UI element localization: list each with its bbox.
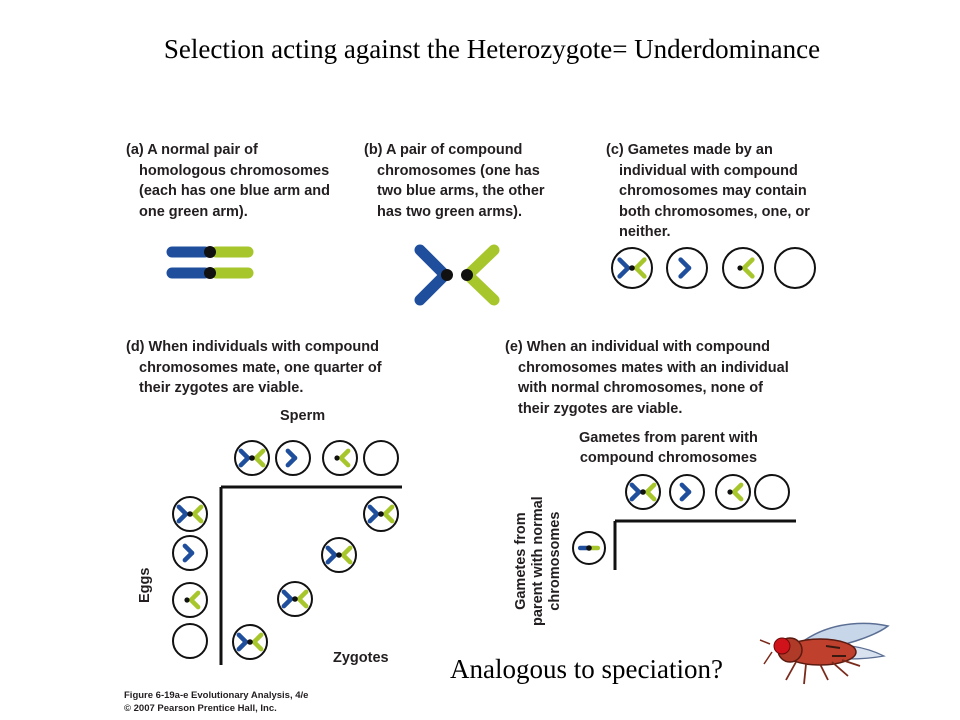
panel-a-text: (a) A normal pair of homologous chromoso… (126, 140, 330, 222)
gamete-circle-green (722, 247, 764, 289)
sperm-label: Sperm (280, 408, 326, 424)
panel-a-line: (a) A normal pair of (126, 142, 258, 158)
compound-parent-gamete-empty (754, 474, 790, 510)
gamete-layer (172, 247, 816, 660)
slide-title: Selection acting against the Heterozygot… (163, 34, 821, 64)
caption-line: Figure 6-19a-e Evolutionary Analysis, 4/… (124, 690, 309, 701)
panel-d-line: (d) When individuals with compound (126, 339, 379, 355)
sperm-gamete-green (322, 440, 358, 476)
panel-e-line: their zygotes are viable. (518, 400, 683, 417)
panel-c-line: neither. (619, 224, 671, 240)
panel-c-line: individual with compound (619, 162, 798, 179)
panel-b-line: has two green arms). (377, 203, 523, 220)
figure-caption: Figure 6-19a-e Evolutionary Analysis, 4/… (124, 690, 308, 715)
compound-parent-gamete-green (715, 474, 751, 510)
compound-chromosome-pair (414, 244, 500, 306)
normal-parent-gamete (572, 531, 606, 565)
panel-e-line: chromosomes mates with an individual (518, 359, 789, 376)
cross-axes (613, 519, 796, 570)
sperm-gamete-blue (275, 440, 311, 476)
panel-e-line: with normal chromosomes, none of (518, 380, 763, 396)
panel-c-line: both chromosomes, one, or (619, 203, 810, 220)
panel-c-text: (c) Gametes made by an individual with c… (606, 140, 810, 243)
compound-parent-gamete-blue (669, 474, 705, 510)
panel-b-line: chromosomes (one has (377, 162, 540, 179)
egg-gamete-blue (172, 535, 208, 571)
panel-a-line: (each has one blue arm and (139, 183, 330, 199)
sperm-gamete-empty (363, 440, 399, 476)
egg-gamete-empty (172, 623, 208, 659)
panel-d-line: chromosomes mate, one quarter of (139, 359, 382, 376)
panel-d-text: (d) When individuals with compound chrom… (126, 337, 382, 399)
caption-line: © 2007 Pearson Prentice Hall, Inc. (124, 702, 277, 714)
panel-b-line: (b) A pair of compound (364, 142, 523, 158)
gamete-circle-both (611, 247, 653, 289)
punnett-axes (219, 485, 402, 665)
panel-a-line: homologous chromosomes (139, 162, 330, 179)
gametes-compound-label: Gametes from parent with compound chromo… (579, 428, 758, 468)
zygote-circle (363, 496, 399, 532)
gamete-circle-blue (666, 247, 708, 289)
panel-d-line: their zygotes are viable. (139, 380, 304, 396)
panel-b-line: two blue arms, the other (377, 183, 545, 199)
compound-parent-gamete-both (625, 474, 661, 510)
zygote-circle (277, 581, 313, 617)
zygote-circle (321, 537, 357, 573)
panel-c-line: (c) Gametes made by an (606, 142, 773, 158)
egg-gamete-both (172, 496, 208, 532)
fruit-fly-illustration (759, 622, 890, 685)
panel-b-text: (b) A pair of compound chromosomes (one … (364, 140, 545, 222)
zygote-circle (232, 624, 268, 660)
panel-e-text: (e) When an individual with compound chr… (505, 337, 789, 419)
panel-e-line: (e) When an individual with compound (505, 339, 771, 355)
panel-c-line: chromosomes may contain (619, 183, 807, 199)
sperm-gamete-both (234, 440, 270, 476)
panel-a-line: one green arm). (139, 203, 248, 220)
gametes-compound-line: compound chromosomes (579, 450, 758, 466)
speciation-question: Analogous to speciation? (450, 654, 723, 684)
zygotes-label: Zygotes (333, 650, 389, 666)
gametes-compound-line: Gametes from parent with (579, 430, 758, 446)
egg-gamete-green (172, 582, 208, 618)
normal-chromosome-pair (166, 246, 254, 279)
gamete-circle-empty (774, 247, 816, 289)
